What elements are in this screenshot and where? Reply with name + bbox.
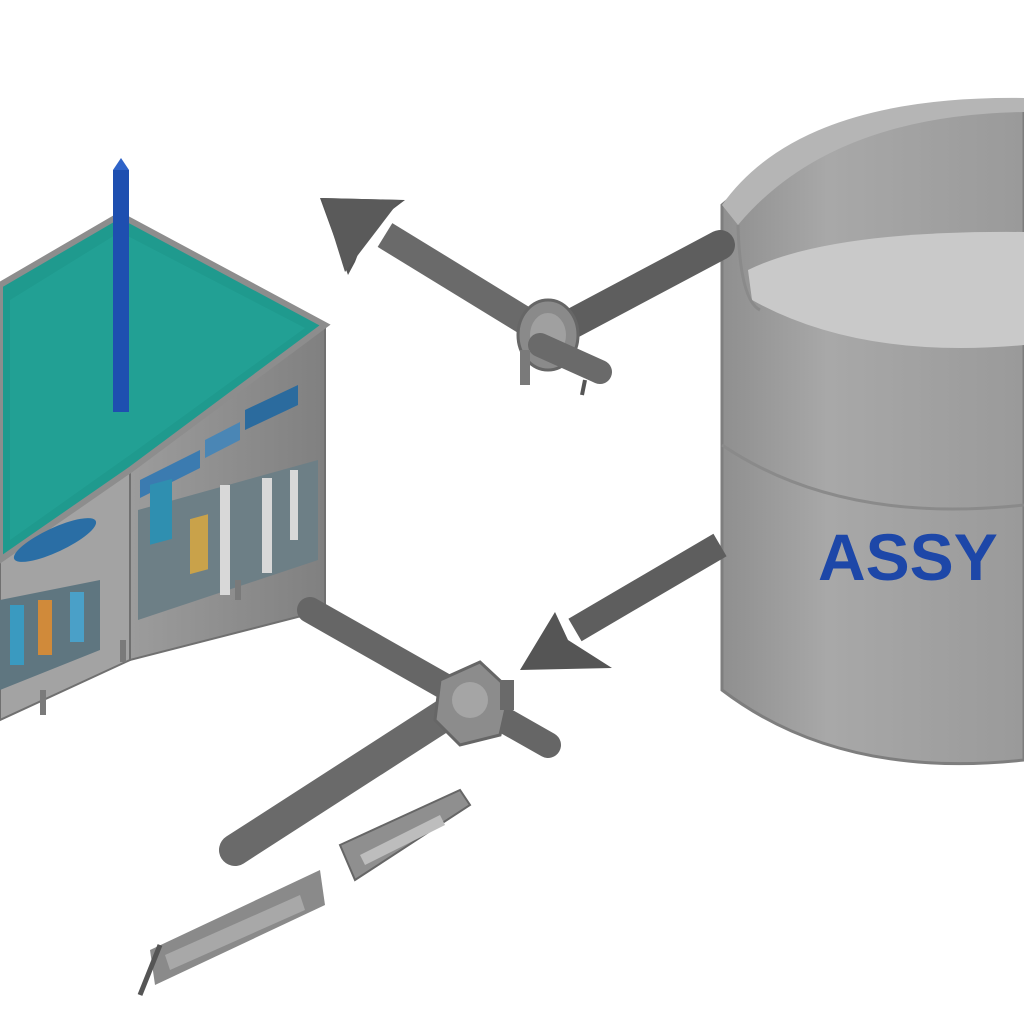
factory-building: [0, 158, 331, 722]
tank-label: ASSY: [818, 520, 998, 594]
tank-liquid: [748, 231, 1024, 348]
building-window: [245, 385, 298, 430]
upper-pipe: [320, 198, 735, 396]
lower-valve: [433, 660, 514, 747]
lower-flow-arrow: [520, 612, 612, 670]
tank-seam: [721, 443, 1024, 511]
tank-rim: [722, 97, 1024, 225]
upper-valve: [516, 298, 612, 396]
fragment-part: [137, 788, 472, 996]
lower-pipe: [219, 533, 727, 866]
tank-body: [720, 104, 1024, 766]
antenna: [113, 170, 129, 412]
storage-tank: ASSY: [720, 97, 1024, 766]
building-window: [205, 422, 240, 458]
